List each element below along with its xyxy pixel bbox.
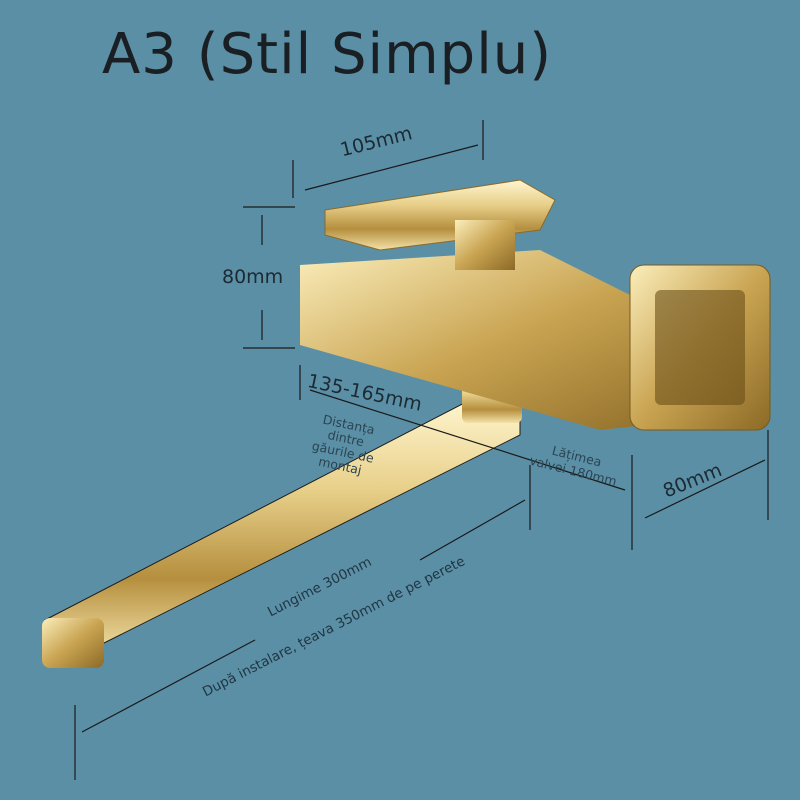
flange-recess bbox=[655, 290, 745, 405]
valve-body bbox=[300, 250, 700, 430]
product-title: A3 (Stil Simplu) bbox=[102, 22, 553, 87]
spout bbox=[44, 399, 521, 656]
handle-stem bbox=[455, 220, 515, 270]
spout-tip bbox=[42, 618, 104, 668]
handle-lever bbox=[324, 179, 556, 251]
dimension-lines bbox=[74, 120, 769, 780]
body-height-label: 80mm bbox=[222, 266, 284, 288]
